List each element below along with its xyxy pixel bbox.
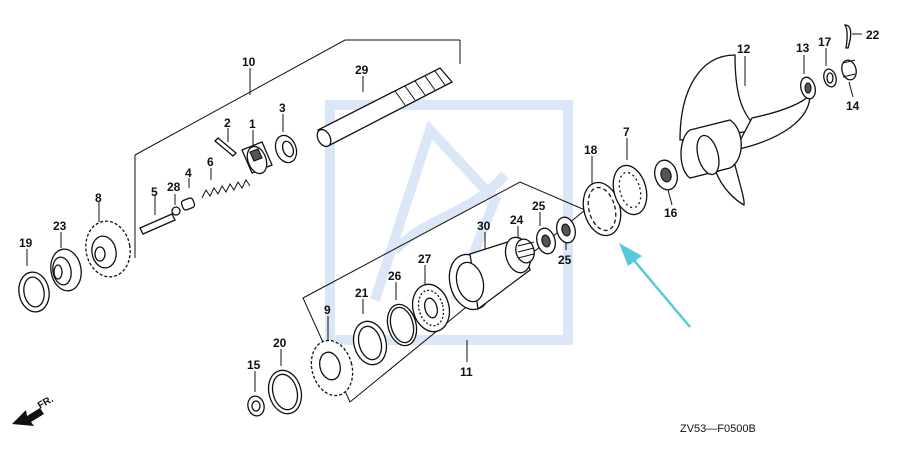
- needle-bearing-24: [515, 238, 535, 264]
- label-part-6: 6: [207, 155, 214, 169]
- bushing-3: [274, 134, 298, 164]
- label-part-7: 7: [623, 125, 630, 139]
- label-part-10: 10: [242, 55, 256, 69]
- callout-arrow: [619, 243, 691, 328]
- label-part-18: 18: [584, 143, 598, 157]
- bearing-27: [411, 283, 451, 333]
- spring-6: [201, 179, 251, 199]
- label-part-28: 28: [167, 180, 181, 194]
- label-part-8: 8: [95, 191, 102, 205]
- leader-lines: [26, 33, 862, 392]
- label-part-22: 22: [866, 28, 880, 42]
- label-part-9: 9: [324, 303, 331, 317]
- label-part-1: 1: [249, 117, 256, 131]
- pin-2: [214, 137, 237, 157]
- front-arrow-icon: [12, 408, 44, 426]
- washer-17: [823, 68, 837, 88]
- label-part-27: 27: [418, 252, 432, 266]
- label-part-4: 4: [185, 166, 192, 180]
- diagram-code: ZV53—F0500B: [680, 423, 756, 435]
- clutch-shifter-1: [241, 141, 273, 175]
- label-part-12: 12: [737, 42, 751, 56]
- label-part-21: 21: [355, 286, 369, 300]
- washer-15: [247, 395, 265, 417]
- label-part-11: 11: [460, 365, 473, 379]
- castle-nut-14: [841, 59, 857, 81]
- assembly-frame-10: [134, 39, 461, 258]
- label-part-29: 29: [355, 63, 369, 77]
- thrust-washer-16: [654, 159, 678, 191]
- ball-28: [171, 206, 181, 216]
- label-part-25-lower: 25: [558, 253, 572, 267]
- washer-21: [352, 320, 388, 366]
- o-ring-26: [386, 303, 418, 347]
- label-part-3: 3: [279, 101, 286, 115]
- label-part-16: 16: [664, 206, 678, 220]
- washer-13: [800, 76, 816, 100]
- label-part-13: 13: [796, 41, 810, 55]
- propeller-shaft-29: [316, 67, 454, 148]
- label-part-19: 19: [19, 236, 33, 250]
- label-part-24: 24: [510, 213, 524, 227]
- label-part-17: 17: [818, 35, 832, 49]
- label-part-25-upper: 25: [532, 199, 546, 213]
- cotter-pin-22: [843, 24, 852, 49]
- oil-seal-25b: [556, 216, 576, 244]
- label-part-15: 15: [247, 358, 261, 372]
- label-part-26: 26: [388, 269, 402, 283]
- label-part-30: 30: [477, 219, 491, 233]
- label-part-23: 23: [53, 219, 67, 233]
- shim-19: [18, 271, 50, 313]
- forward-gear-8: [85, 220, 131, 278]
- shift-rod-5: [139, 213, 176, 235]
- label-part-14: 14: [846, 99, 860, 113]
- gear-case-cap-30: [448, 236, 532, 311]
- oil-seal-25a: [536, 227, 556, 255]
- pin-4: [180, 197, 196, 211]
- label-part-2: 2: [224, 116, 231, 130]
- front-indicator: FR.: [36, 394, 56, 412]
- label-part-20: 20: [273, 336, 287, 350]
- bearing-23: [50, 248, 82, 292]
- reverse-gear-9: [310, 339, 354, 397]
- shim-20: [267, 369, 303, 415]
- label-part-5: 5: [151, 185, 158, 199]
- ring-nut-18: [582, 181, 622, 237]
- thrust-washer-7: [612, 164, 648, 216]
